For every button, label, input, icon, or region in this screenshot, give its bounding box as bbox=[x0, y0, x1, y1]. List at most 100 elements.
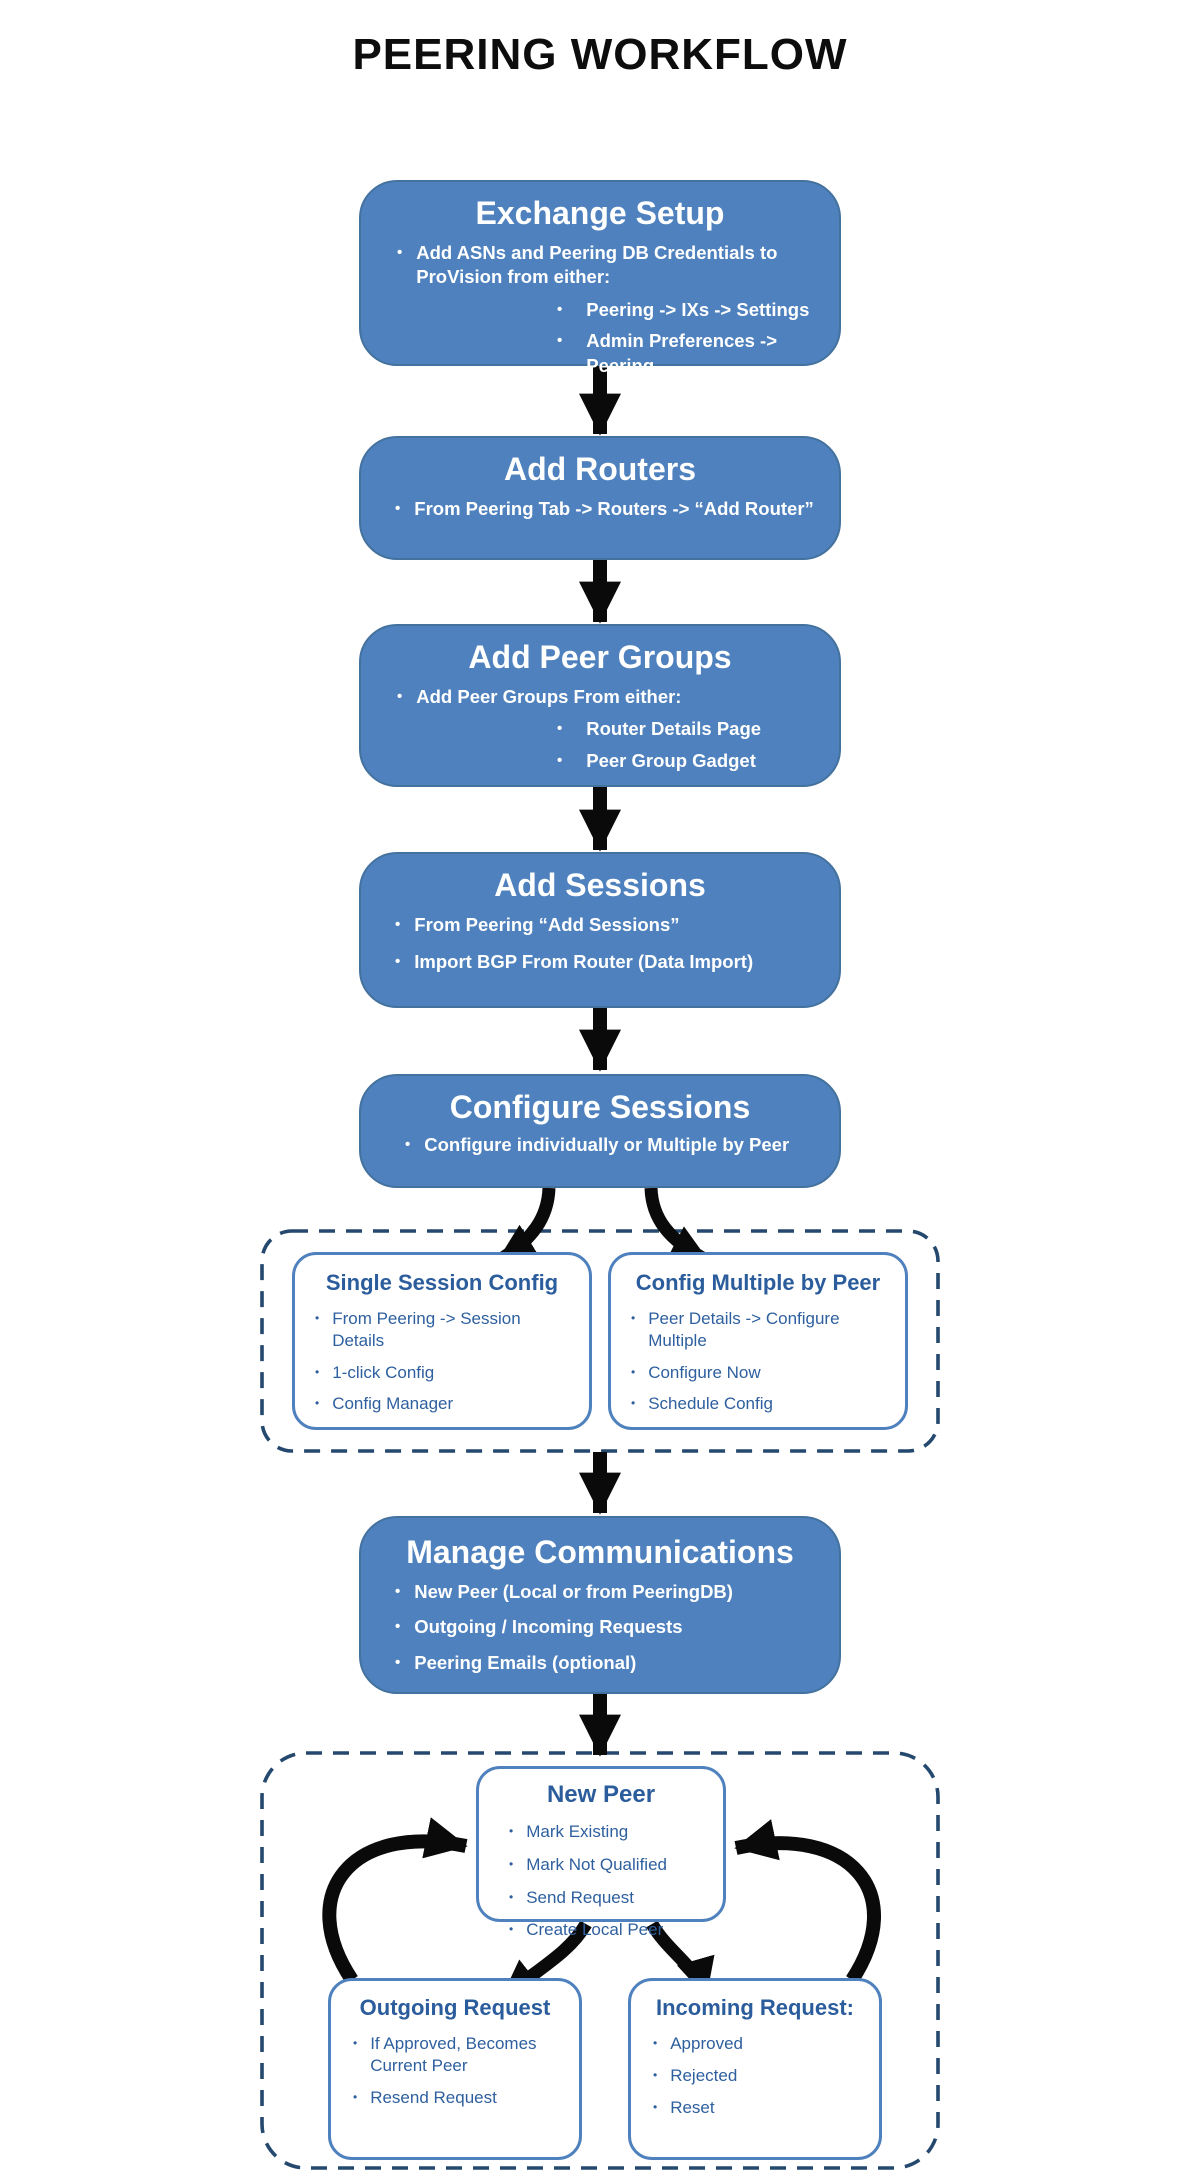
bullet-item: • Import BGP From Router (Data Import) bbox=[395, 950, 823, 974]
bullet-item: • Schedule Config bbox=[631, 1393, 895, 1415]
bullet-dot: • bbox=[315, 1396, 320, 1411]
flow-box-manage-communications: Manage Communications • New Peer (Local … bbox=[359, 1516, 841, 1694]
flow-box-title: Exchange Setup bbox=[475, 195, 725, 231]
bullet-text: Router Details Page bbox=[586, 718, 762, 740]
flow-box-title: Add Peer Groups bbox=[468, 639, 732, 675]
bullet-item: • Approved bbox=[653, 2033, 869, 2055]
bullet-dot: • bbox=[631, 1396, 636, 1411]
bullet-dot: • bbox=[395, 1618, 401, 1636]
bullet-item: • If Approved, Becomes Current Peer bbox=[353, 2033, 569, 2077]
bullet-item: • Peer Details -> Configure Multiple bbox=[631, 1308, 895, 1352]
bullet-dot: • bbox=[557, 720, 563, 738]
bullet-dot: • bbox=[353, 2036, 358, 2050]
bullet-item: • Config Manager bbox=[315, 1393, 579, 1415]
flow-box-add-peer-groups: Add Peer Groups • Add Peer Groups From e… bbox=[359, 624, 841, 787]
bullet-dot: • bbox=[397, 244, 403, 261]
sub-box-title: Outgoing Request bbox=[359, 1995, 551, 2020]
sub-box-title: Config Multiple by Peer bbox=[635, 1270, 881, 1295]
bullet-dot: • bbox=[397, 688, 403, 705]
bullet-text: Peering Emails (optional) bbox=[414, 1651, 637, 1673]
bullet-dot: • bbox=[395, 500, 401, 517]
bullet-text: 1-click Config bbox=[332, 1362, 435, 1382]
bullet-text: Configure individually or Multiple by Pe… bbox=[424, 1134, 790, 1155]
bullet-text: From Peering “Add Sessions” bbox=[414, 914, 680, 935]
bullet-item: • Router Details Page bbox=[557, 717, 823, 741]
arrow-configure-to-single-session bbox=[494, 1187, 556, 1267]
bullet-dot: • bbox=[557, 332, 563, 350]
bullet-text: Add ASNs and Peering DB Credentials to P… bbox=[416, 242, 778, 288]
sub-box-single-session-config: Single Session Config • From Peering -> … bbox=[292, 1252, 592, 1430]
bullet-text: Create Local Peer bbox=[526, 1920, 664, 1940]
bullet-item: • Peering -> IXs -> Settings bbox=[557, 298, 823, 322]
bullet-item: • Create Local Peer bbox=[509, 1919, 713, 1941]
bullet-dot: • bbox=[395, 1653, 401, 1671]
bullet-item: • Mark Not Qualified bbox=[509, 1854, 713, 1876]
bullet-text: Mark Not Qualified bbox=[526, 1854, 667, 1874]
flow-box-exchange-setup: Exchange Setup • Add ASNs and Peering DB… bbox=[359, 180, 841, 376]
bullet-text: Add Peer Groups From either: bbox=[416, 686, 682, 707]
bullet-dot: • bbox=[631, 1311, 636, 1325]
bullet-item: • 1-click Config bbox=[315, 1362, 579, 1384]
bullet-item: • Peer Group Gadget bbox=[557, 749, 823, 773]
bullet-item: • From Peering Tab -> Routers -> “Add Ro… bbox=[395, 497, 823, 521]
bullet-dot: • bbox=[395, 953, 401, 971]
bullet-text: Send Request bbox=[526, 1887, 634, 1907]
sub-box-incoming-request: Incoming Request: • Approved • Rejected … bbox=[628, 1978, 882, 2160]
bullet-text: Configure Now bbox=[648, 1362, 761, 1382]
bullet-dot: • bbox=[557, 300, 563, 318]
page-title: PEERING WORKFLOW bbox=[352, 30, 848, 79]
flow-box-add-routers: Add Routers • From Peering Tab -> Router… bbox=[359, 436, 841, 560]
bullet-dot: • bbox=[509, 1889, 514, 1904]
bullet-item: • From Peering -> Session Details bbox=[315, 1308, 579, 1352]
bullet-item: • Outgoing / Incoming Requests bbox=[395, 1615, 823, 1639]
bullet-item: • Rejected bbox=[653, 2065, 869, 2087]
bullet-dot: • bbox=[405, 1136, 411, 1153]
flow-box-title: Manage Communications bbox=[406, 1534, 794, 1570]
bullet-text: Outgoing / Incoming Requests bbox=[414, 1616, 683, 1638]
bullet-dot: • bbox=[653, 2036, 658, 2050]
arrow-outgoing-to-new-peer bbox=[322, 1817, 468, 1984]
bullet-dot: • bbox=[353, 2089, 358, 2104]
flow-box-title: Add Sessions bbox=[494, 867, 706, 903]
bullet-text: Peer Group Gadget bbox=[586, 749, 756, 771]
flow-box-configure-sessions: Configure Sessions • Configure individua… bbox=[359, 1074, 841, 1188]
sub-box-config-multiple-by-peer: Config Multiple by Peer • Peer Details -… bbox=[608, 1252, 908, 1430]
bullet-dot: • bbox=[315, 1311, 320, 1325]
sub-box-title: Single Session Config bbox=[325, 1270, 559, 1295]
flow-box-title: Configure Sessions bbox=[449, 1089, 751, 1125]
bullet-text: Peering -> IXs -> Settings bbox=[586, 298, 810, 320]
bullet-text: From Peering Tab -> Routers -> “Add Rout… bbox=[414, 498, 814, 519]
sub-box-title: New Peer bbox=[546, 1781, 656, 1808]
bullet-text: Resend Request bbox=[370, 2087, 497, 2107]
bullet-item: • Configure individually or Multiple by … bbox=[405, 1133, 823, 1157]
bullet-item: • From Peering “Add Sessions” bbox=[395, 913, 823, 937]
bullet-dot: • bbox=[653, 2099, 658, 2114]
bullet-item: • Reset bbox=[653, 2097, 869, 2119]
bullet-dot: • bbox=[395, 1583, 401, 1600]
bullet-text: Reset bbox=[670, 2097, 715, 2117]
bullet-dot: • bbox=[315, 1364, 320, 1379]
bullet-item: • Peering Emails (optional) bbox=[395, 1651, 823, 1675]
bullet-dot: • bbox=[653, 2067, 658, 2082]
bullet-item: • Admin Preferences -> Peering bbox=[557, 329, 823, 378]
bullet-dot: • bbox=[509, 1824, 514, 1838]
bullet-text: Rejected bbox=[670, 2065, 738, 2085]
sub-box-title: Incoming Request: bbox=[655, 1995, 854, 2020]
bullet-text: Admin Preferences -> Peering bbox=[586, 330, 777, 376]
bullet-text: Config Manager bbox=[332, 1394, 454, 1414]
bullet-dot: • bbox=[395, 916, 401, 933]
arrow-incoming-to-new-peer bbox=[734, 1819, 881, 1984]
bullet-text: Import BGP From Router (Data Import) bbox=[414, 951, 754, 973]
bullet-item: • New Peer (Local or from PeeringDB) bbox=[395, 1580, 823, 1604]
bullet-text: Peer Details -> Configure Multiple bbox=[648, 1309, 840, 1350]
bullet-item: • Add ASNs and Peering DB Credentials to… bbox=[397, 241, 823, 290]
bullet-text: Mark Existing bbox=[526, 1822, 629, 1841]
bullet-dot: • bbox=[557, 751, 563, 769]
bullet-item: • Add Peer Groups From either: bbox=[397, 685, 823, 709]
flow-box-title: Add Routers bbox=[504, 451, 696, 487]
bullet-text: Schedule Config bbox=[648, 1394, 773, 1414]
sub-box-new-peer: New Peer • Mark Existing • Mark Not Qual… bbox=[476, 1766, 726, 1939]
bullet-text: From Peering -> Session Details bbox=[332, 1309, 521, 1350]
bullet-item: • Resend Request bbox=[353, 2087, 569, 2109]
